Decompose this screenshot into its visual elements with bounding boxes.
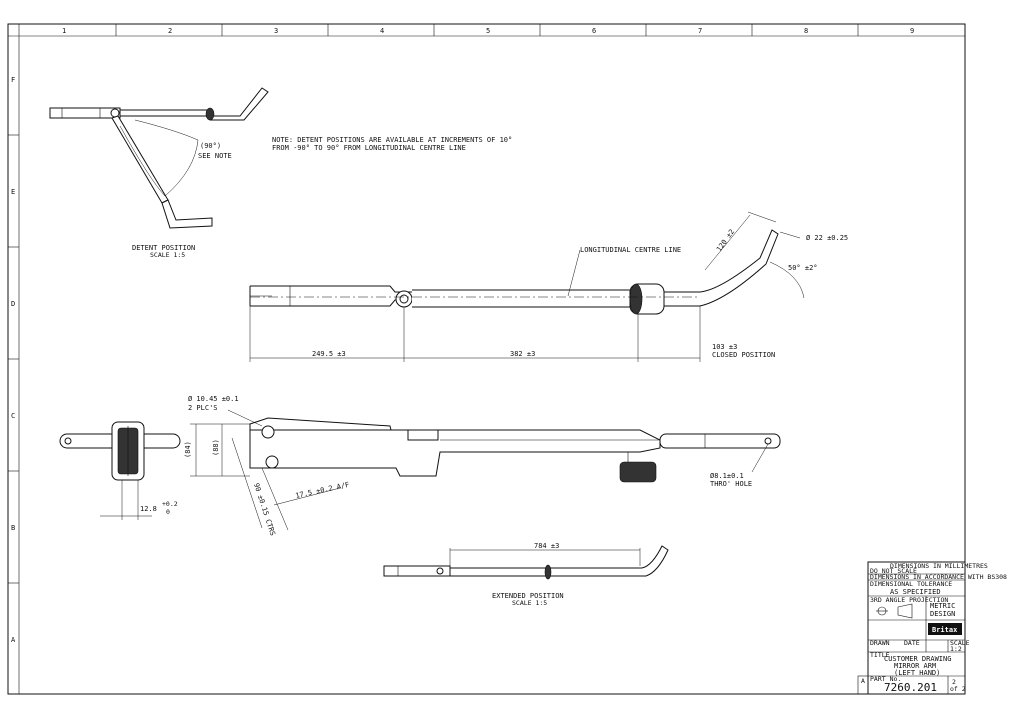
tb-tolerance: DIMENSIONAL TOLERANCE <box>870 580 952 588</box>
dim-12-8: 12.8 <box>140 505 157 513</box>
row-label: C <box>11 412 15 420</box>
tb-scale-note: DO NOT SCALE <box>870 567 917 575</box>
dim-angle-50: 50° ±2° <box>788 264 818 272</box>
column-label: 9 <box>910 27 914 35</box>
see-note-label: SEE NOTE <box>198 152 232 160</box>
row-label: B <box>11 524 15 532</box>
extended-position-view: 784 ±3 EXTENDED POSITION SCALE 1:5 <box>383 542 669 607</box>
tb-date-label: DATE <box>904 639 920 647</box>
column-label: 1 <box>62 27 66 35</box>
closed-position-label: CLOSED POSITION <box>712 351 775 359</box>
tb-title-label: TITLE <box>870 651 890 659</box>
hole-dia-label: Ø 10.45 ±0.1 <box>188 395 239 403</box>
detent-title: DETENT POSITION <box>132 244 195 252</box>
tb-material: AS SPECIFIED <box>890 588 941 596</box>
detent-position-view: (90°) SEE NOTE DETENT POSITION SCALE 1:5 <box>49 87 269 259</box>
column-labels: 1 2 3 4 5 6 7 8 9 <box>62 27 914 35</box>
column-label: 6 <box>592 27 596 35</box>
tb-sheet: 2 <box>952 678 956 686</box>
thro-hole-label: THRO' HOLE <box>710 480 752 488</box>
britax-logo: Britax <box>928 623 962 635</box>
detent-angle: (90°) <box>200 142 221 150</box>
column-label: 5 <box>486 27 490 35</box>
dim-120: 120 ±2 <box>715 228 736 253</box>
extended-scale: SCALE 1:5 <box>512 599 547 607</box>
tb-of: of 2 <box>950 685 966 693</box>
dim-84: (84) <box>184 441 192 458</box>
dim-17-5-af: 17.5 ±0.2 A/F <box>295 481 350 500</box>
column-label: 7 <box>698 27 702 35</box>
row-label: A <box>11 636 16 644</box>
tb-part-no-label: PART No. <box>870 675 901 683</box>
end-view: 12.8 +0.2 0 <box>59 421 181 520</box>
tb-title-1: CUSTOMER DRAWING <box>884 655 951 663</box>
thro-hole-dia: Ø8.1±0.1 <box>710 472 744 480</box>
column-label: 2 <box>168 27 172 35</box>
tb-part-no: 7260.201 <box>884 681 937 694</box>
dim-382: 382 ±3 <box>510 350 535 358</box>
tb-design-1: METRIC <box>930 602 955 610</box>
tb-scale-label: SCALE <box>950 639 970 647</box>
detent-scale: SCALE 1:5 <box>150 251 185 259</box>
note-line-2: FROM -90° TO 90° FROM LONGITUDINAL CENTR… <box>272 144 466 152</box>
dim-88: (88) <box>212 439 220 456</box>
dim-249-5: 249.5 ±3 <box>312 350 346 358</box>
plan-view: LONGITUDINAL CENTRE LINE 249.5 ±3 382 ±3… <box>249 211 848 362</box>
dim-103: 103 ±3 <box>712 343 737 351</box>
row-label: F <box>11 76 15 84</box>
tb-toleranced: DIMENSIONS IN ACCORDANCE WITH BS308 <box>870 573 1007 581</box>
centre-line-label: LONGITUDINAL CENTRE LINE <box>580 246 681 254</box>
detent-note: NOTE: DETENT POSITIONS ARE AVAILABLE AT … <box>272 136 512 152</box>
column-label: 8 <box>804 27 808 35</box>
tb-design-2: DESIGN <box>930 610 955 618</box>
dim-tol-plus: +0.2 <box>162 500 178 508</box>
tb-projection: 3RD ANGLE PROJECTION <box>870 596 948 604</box>
column-label: 3 <box>274 27 278 35</box>
projection-symbol-icon <box>876 603 913 619</box>
dim-784: 784 ±3 <box>534 542 559 550</box>
dim-tol-zero: 0 <box>166 508 170 516</box>
title-block: DIMENSIONS IN MILLIMETRES DO NOT SCALE D… <box>857 561 1007 695</box>
row-labels: F E D C B A <box>11 76 16 644</box>
drawing-border <box>7 23 966 695</box>
dim-diameter-22: Ø 22 ±0.25 <box>806 234 848 242</box>
tb-scale-value: 1:2 <box>950 645 962 653</box>
row-label: E <box>11 188 15 196</box>
tb-iss: A <box>861 677 865 685</box>
tb-units: DIMENSIONS IN MILLIMETRES <box>890 562 988 570</box>
tb-title-3: (LEFT HAND) <box>894 669 940 677</box>
extended-title: EXTENDED POSITION <box>492 592 564 600</box>
logo-text: Britax <box>932 626 958 634</box>
tb-title-2: MIRROR ARM <box>894 662 936 670</box>
side-view: (84) (88) Ø 10.45 ±0.1 2 PLC'S 90 ±0.15 … <box>184 395 781 537</box>
tb-drawn-label: DRAWN <box>870 639 890 647</box>
plcs-label: 2 PLC'S <box>188 404 218 412</box>
note-line-1: NOTE: DETENT POSITIONS ARE AVAILABLE AT … <box>272 136 512 144</box>
row-label: D <box>11 300 15 308</box>
column-label: 4 <box>380 27 384 35</box>
